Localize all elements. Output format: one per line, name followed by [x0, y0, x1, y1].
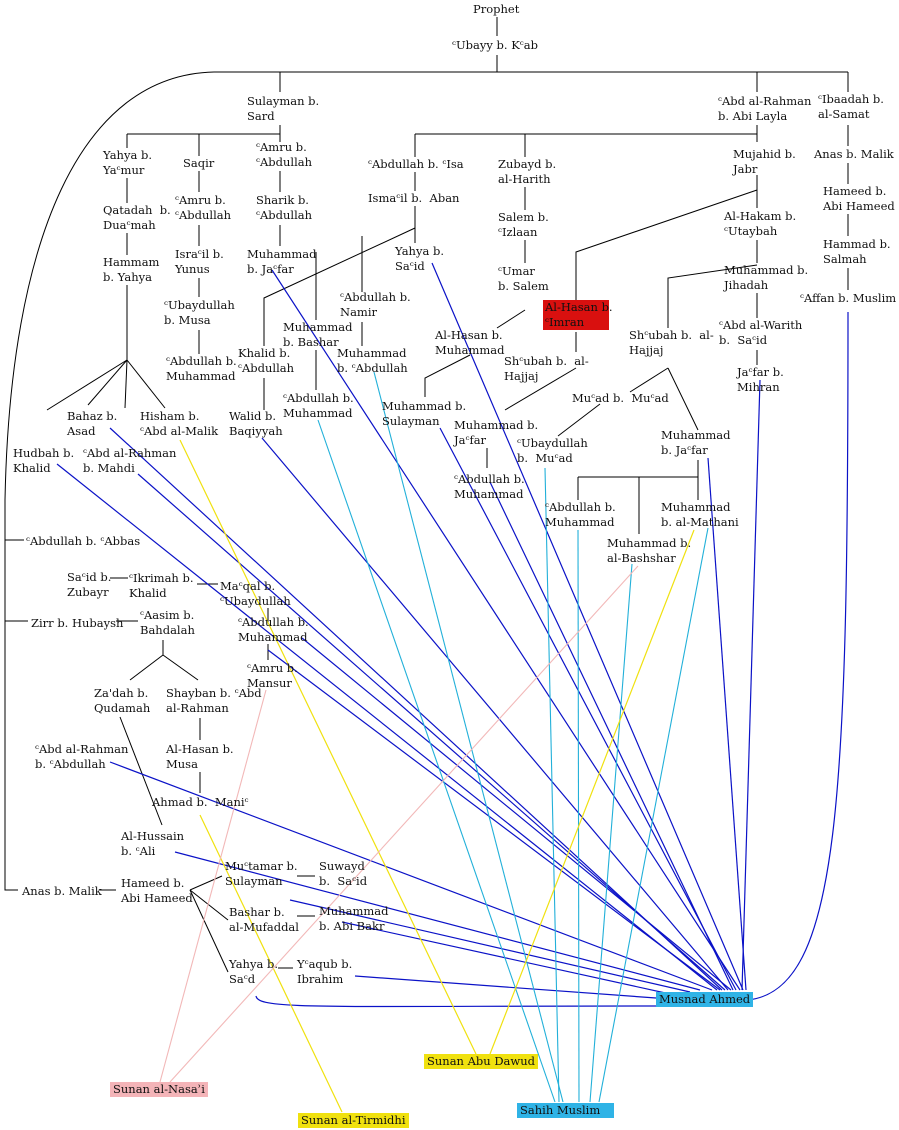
nasai-chains — [159, 565, 639, 1083]
abdullah-muhammad-3-node: ᶜAbdullah b. Muhammad — [454, 472, 525, 501]
abdullah-muhammad-1-node: ᶜAbdullah b. Muhammad — [166, 354, 237, 383]
muhammad-jafar-3-node: Muhammad b. Jaᶜfar — [661, 428, 731, 457]
salem-izlaan-node: Salem b. ᶜIzlaan — [498, 210, 549, 239]
shubah-hajjaj-2-node: Shᶜubah b. al- Hajjaj — [504, 354, 589, 383]
khalid-abdullah-node: Khalid b. ᶜAbdullah — [238, 346, 295, 375]
shubah-hajjaj-1-node: Shᶜubah b. al- Hajjaj — [629, 328, 714, 357]
hussain-ali-node: Al-Hussain b. ᶜAli — [121, 829, 185, 858]
abd-rahman-mahdi-node: ᶜAbd al-Rahman b. Mahdi — [83, 446, 177, 475]
maqal-node: Maᶜqal b. ᶜUbaydullah — [220, 579, 291, 608]
muhammad-mathani-node: Muhammad b. al-Mathani — [661, 500, 739, 529]
hameed-1-node: Hameed b. Abi Hameed — [823, 184, 895, 213]
musnad-ahmed-chains — [56, 262, 849, 1008]
anas-malik-2-node: Anas b. Malik — [22, 884, 102, 898]
abdullah-namir-node: ᶜAbdullah b. Namir — [340, 290, 411, 319]
jafar-mihran-node: Jaᶜfar b. Mihran — [737, 365, 784, 394]
ahmad-mani-node: Ahmad b. Maniᶜ — [152, 795, 249, 809]
muhammad-jafar-1-node: Muhammad b. Jaᶜfar — [247, 247, 317, 276]
hasan-imran-node: Al-Hasan b. ᶜImran — [545, 300, 613, 329]
hisham-node: Hisham b. ᶜAbd al-Malik — [140, 409, 219, 438]
mutamar-node: Muᶜtamar b. Sulayman — [225, 859, 298, 888]
abdullah-abbas-node: ᶜAbdullah b. ᶜAbbas — [26, 534, 141, 548]
asim-node: ᶜAasim b. Bahdalah — [140, 608, 195, 637]
zaidah-node: Za'dah b. Qudamah — [94, 686, 151, 715]
abd-rahman-layla-node: ᶜAbd al-Rahman b. Abi Layla — [718, 94, 812, 123]
muhammad-jafar-2-node: Muhammad b. Jaᶜfar — [454, 418, 539, 447]
bahaz-node: Bahaz b. Asad — [67, 409, 118, 438]
abu-dawud-label: Sunan Abu Dawud — [424, 1054, 539, 1069]
abdullah-muhammad-4-node: ᶜAbdullah b. Muhammad — [545, 500, 616, 529]
hasan-musa-node: Al-Hasan b. Musa — [166, 742, 234, 771]
said-zubayr-node: Saᶜid b. Zubayr — [67, 570, 112, 599]
ibaadah-node: ᶜIbaadah b. al-Samat — [818, 92, 884, 121]
amru-abdullah-1-node: ᶜAmru b. ᶜAbdullah — [256, 140, 313, 169]
israil-node: Israᶜil b. Yunus — [175, 247, 224, 276]
chain-lines — [4, 17, 849, 973]
zubayd-node: Zubayd b. al-Harith — [498, 157, 557, 186]
muhammad-sulayman-node: Muhammad b. Sulayman — [382, 399, 467, 428]
hakam-node: Al-Hakam b. ᶜUtaybah — [724, 209, 797, 238]
sharik-node: Sharik b. ᶜAbdullah — [256, 193, 313, 222]
qatadah-node: Qatadah b. Duaᶜmah — [103, 203, 171, 232]
bashar-mufaddal-node: Bashar b. al-Mufaddal — [229, 905, 299, 934]
yahya-said-1-node: Yahya b. Saᶜid — [395, 244, 444, 273]
hasan-imran-highlight — [543, 300, 609, 330]
muhammad-jihadah-node: Muhammad b. Jihadah — [724, 263, 809, 292]
hudbah-node: Hudbah b. Khalid — [13, 446, 75, 475]
ismail-aban-node: Ismaᶜil b. Aban — [368, 191, 460, 205]
walid-node: Walid b. Baqiyyah — [229, 409, 283, 438]
muhammad-abi-bakr-node: Muhammad b. Abi Bakr — [319, 904, 389, 933]
mujahid-node: Mujahid b. Jabr — [733, 147, 796, 176]
abdullah-muhammad-2-node: ᶜAbdullah b. Muhammad — [283, 391, 354, 420]
zirr-node: Zirr b. Hubaysh — [31, 616, 124, 630]
musnad-ahmed-label: Musnad Ahmed — [656, 992, 754, 1007]
abdullah-isa-node: ᶜAbdullah b. ᶜIsa — [368, 157, 464, 171]
ubaydullah-muad-node: ᶜUbaydullah b. Muᶜad — [517, 436, 588, 465]
suwayd-node: Suwayd b. Saᶜid — [319, 859, 368, 888]
yahya-said-2-node: Yahya b. Saᶜd — [229, 957, 278, 986]
abdullah-muhammad-5-node: ᶜAbdullah b. Muhammad — [238, 615, 309, 644]
anas-malik-1-node: Anas b. Malik — [814, 147, 894, 161]
umar-salem-node: ᶜUmar b. Salem — [498, 264, 549, 293]
yahya-yamur-node: Yahya b. Yaᶜmur — [103, 148, 152, 177]
saqir-node: Saqir — [183, 156, 215, 170]
tirmidhi-label: Sunan al-Tirmidhi — [298, 1113, 409, 1128]
hammam-node: Hammam b. Yahya — [103, 255, 160, 284]
muhammad-bashshar-node: Muhammad b. al-Bashshar — [607, 536, 692, 565]
shayban-node: Shayban b. ᶜAbd al-Rahman — [166, 686, 262, 715]
ubayy-node: ᶜUbayy b. Kᶜab — [452, 38, 539, 52]
nasai-label: Sunan al-Nasaʾi — [110, 1082, 208, 1097]
muhammad-abdullah-node: Muhammad b. ᶜAbdullah — [337, 346, 408, 375]
sahih-muslim-label: Sahih Muslim — [517, 1103, 615, 1118]
amru-mansur-node: ᶜAmru b. Mansur — [247, 661, 298, 690]
ubaydullah-musa-node: ᶜUbaydullah b. Musa — [164, 298, 235, 327]
yaqub-node: Yᶜaqub b. Ibrahim — [297, 957, 353, 986]
sahih-muslim-chains — [317, 371, 709, 1103]
abd-warith-node: ᶜAbd al-Warith b. Saᶜid — [719, 318, 803, 347]
muad-muad-node: Muᶜad b. Muᶜad — [572, 391, 669, 405]
hasan-muhammad-node: Al-Hasan b. Muhammad — [435, 328, 505, 357]
hammad-salmah-node: Hammad b. Salmah — [823, 237, 891, 266]
abu-dawud-tirmidhi-chains — [179, 439, 695, 1113]
muhammad-bashar-1-node: Muhammad b. Bashar — [283, 320, 353, 349]
affan-node: ᶜAffan b. Muslim — [800, 291, 897, 305]
abd-rahman-abdullah-node: ᶜAbd al-Rahman b. ᶜAbdullah — [35, 742, 129, 771]
hameed-2-node: Hameed b. Abi Hameed — [121, 876, 193, 905]
prophet-node: Prophet — [473, 2, 520, 16]
amru-abdullah-2-node: ᶜAmru b. ᶜAbdullah — [175, 193, 232, 222]
ikrimah-node: ᶜIkrimah b. Khalid — [129, 571, 194, 600]
sulayman-sard-node: Sulayman b. Sard — [247, 94, 320, 123]
